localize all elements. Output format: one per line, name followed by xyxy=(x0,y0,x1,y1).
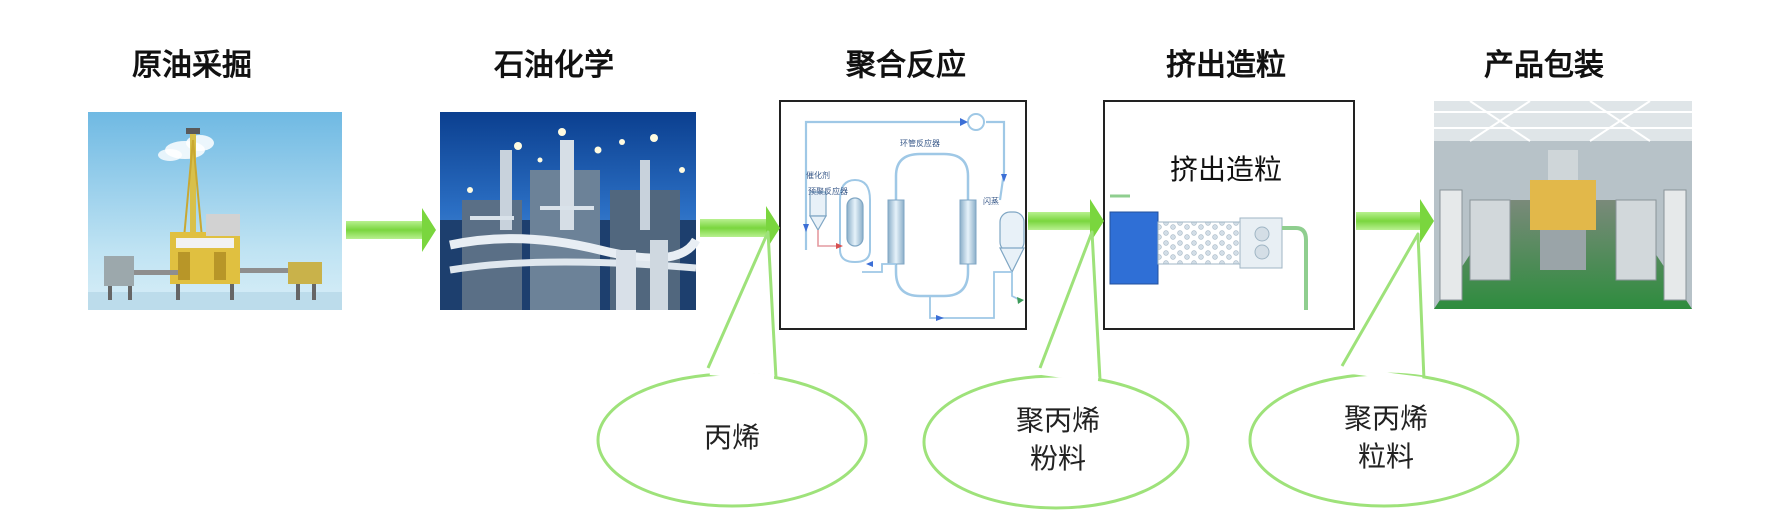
oil-platform-image xyxy=(88,112,342,310)
callout-bubble-powder xyxy=(922,230,1190,510)
bubble-line: 粒料 xyxy=(1357,440,1415,473)
bubble-line: 粉料 xyxy=(1029,442,1087,475)
packaging-warehouse-image xyxy=(1434,100,1692,309)
reactor-schematic-panel: 环管反应器 催化剂 预聚反应器 闪蒸 xyxy=(779,100,1027,330)
bubble-text-powder: 聚丙烯 粉料 xyxy=(1016,402,1100,478)
bubble-line: 丙烯 xyxy=(703,421,761,454)
bubble-text-propylene: 丙烯 xyxy=(704,419,760,457)
stage-title-petrochemistry: 石油化学 xyxy=(494,48,614,83)
reactor-label-catalyst: 催化剂 xyxy=(806,170,830,180)
extrusion-panel-title: 挤出造粒 xyxy=(1169,153,1283,186)
reactor-label-loop: 环管反应器 xyxy=(900,138,940,148)
bubble-line: 聚丙烯 xyxy=(1015,404,1101,437)
flow-arrow-1 xyxy=(346,208,436,252)
flow-arrow-4 xyxy=(1356,199,1434,243)
extrusion-panel xyxy=(1103,100,1355,330)
extruder-hopper xyxy=(1109,211,1159,285)
stage-title-extrusion: 挤出造粒 xyxy=(1166,48,1286,83)
petrochemical-plant-image xyxy=(440,112,700,310)
reactor-label-flash: 闪蒸 xyxy=(983,196,999,206)
callout-bubble-pellets xyxy=(1248,232,1520,508)
reactor-label-prepolymer: 预聚反应器 xyxy=(808,186,848,196)
bubble-text-pellets: 聚丙烯 粒料 xyxy=(1344,400,1428,476)
bubble-line: 聚丙烯 xyxy=(1343,402,1429,435)
stage-title-polymerization: 聚合反应 xyxy=(846,48,966,83)
stage-title-packaging: 产品包装 xyxy=(1484,48,1604,83)
callout-bubble-propylene xyxy=(596,230,868,508)
stage-title-crude-extraction: 原油采掘 xyxy=(132,48,252,83)
